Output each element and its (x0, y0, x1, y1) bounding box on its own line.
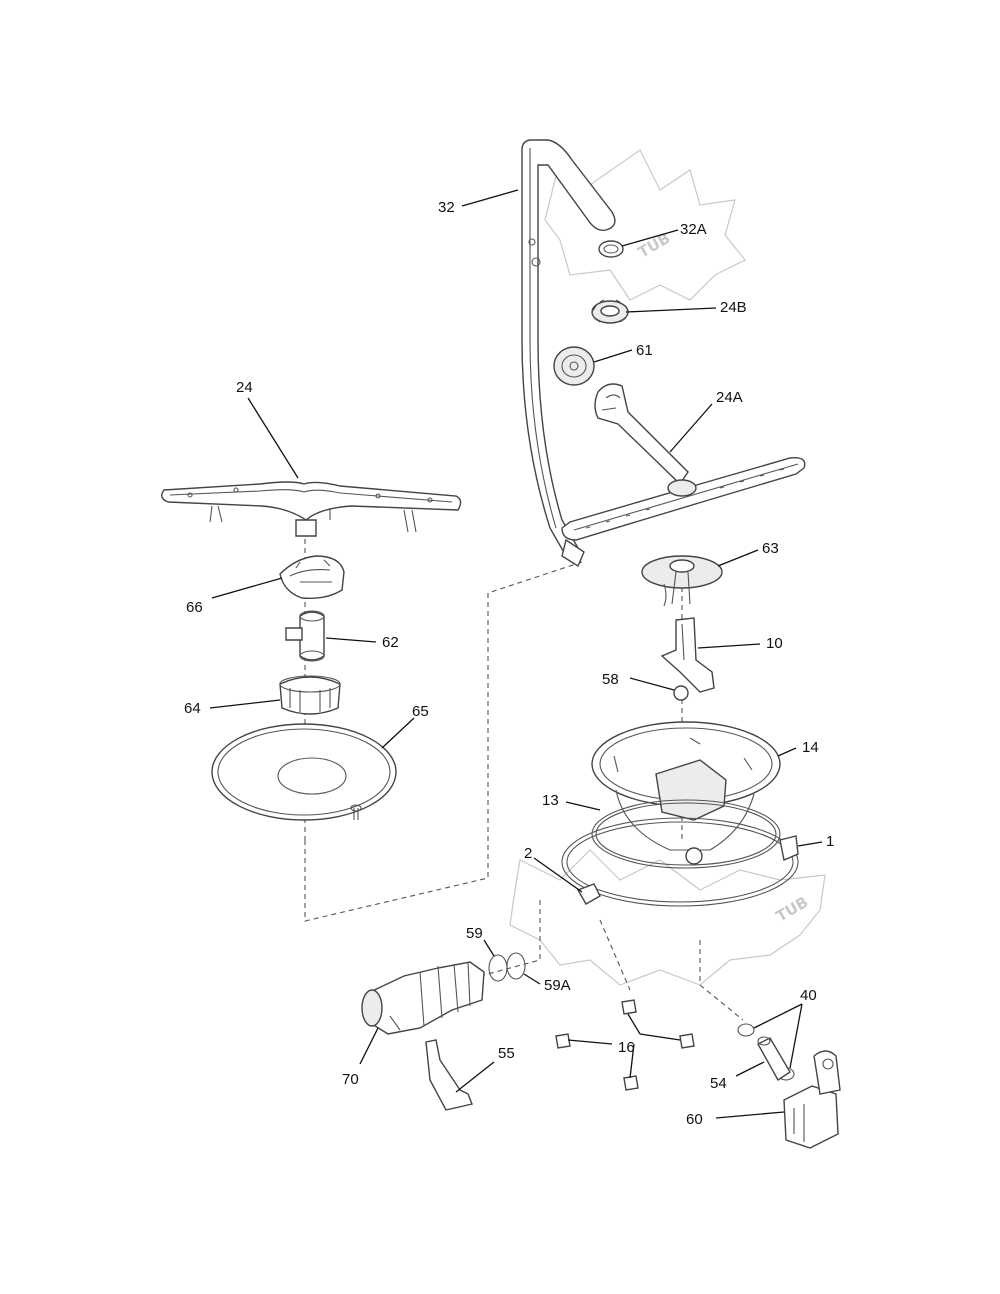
callout-60: 60 (686, 1111, 703, 1128)
part-66-gear (279, 555, 345, 600)
callout-66: 66 (186, 599, 203, 616)
part-2-clip (576, 883, 601, 905)
tub-watermark-lower: TUB (509, 849, 826, 986)
part-13-gasket (591, 799, 781, 869)
tub-watermark-label-lower: TUB (773, 893, 811, 926)
part-32a-seal (598, 240, 624, 258)
part-65-filter-screen (211, 723, 397, 821)
callout-59a: 59A (544, 977, 571, 994)
callout-70: 70 (342, 1071, 359, 1088)
tub-watermark-label-upper: TUB (635, 229, 673, 262)
part-63-cap (641, 555, 723, 607)
part-16-isolators (555, 999, 695, 1091)
callout-24: 24 (236, 379, 253, 396)
callout-54: 54 (710, 1075, 727, 1092)
part-58-ball (673, 685, 689, 701)
callout-10: 10 (766, 635, 783, 652)
callout-1: 1 (826, 833, 834, 850)
callout-13: 13 (542, 792, 559, 809)
callout-32: 32 (438, 199, 455, 216)
callout-24a: 24A (716, 389, 743, 406)
part-24b-nut (591, 299, 629, 324)
part-1-ring (561, 817, 799, 907)
callout-62: 62 (382, 634, 399, 651)
callout-24b: 24B (720, 299, 747, 316)
callout-58: 58 (602, 671, 619, 688)
part-60-drain-pump (783, 1050, 841, 1149)
callout-64: 64 (184, 700, 201, 717)
callout-2: 2 (524, 845, 532, 862)
leader-lines (209, 189, 823, 1119)
part-55-bracket (425, 1039, 473, 1111)
part-24-lower-spray-arm (161, 481, 462, 537)
part-61-disc (553, 346, 595, 386)
callout-61: 61 (636, 342, 653, 359)
callout-32a: 32A (680, 221, 707, 238)
callout-40: 40 (800, 987, 817, 1004)
part-64-hub (279, 675, 341, 715)
part-32-supply-tube (521, 139, 616, 568)
callout-16: 16 (618, 1039, 635, 1056)
callout-59: 59 (466, 925, 483, 942)
part-10-support (660, 617, 715, 693)
callout-labels: 32 32A 24B 61 24A 24 63 66 62 10 58 64 6… (184, 199, 834, 1128)
part-14-sump (591, 721, 781, 865)
callout-63: 63 (762, 540, 779, 557)
part-24a-upper-spray-arm (561, 383, 806, 541)
part-62-spindle (285, 610, 325, 662)
part-54-hose (757, 1036, 791, 1082)
callout-65: 65 (412, 703, 429, 720)
callout-55: 55 (498, 1045, 515, 1062)
part-59a-o-ring (506, 952, 526, 980)
callout-14: 14 (802, 739, 819, 756)
part-70-motor (361, 961, 485, 1035)
part-59-o-ring (488, 954, 508, 982)
